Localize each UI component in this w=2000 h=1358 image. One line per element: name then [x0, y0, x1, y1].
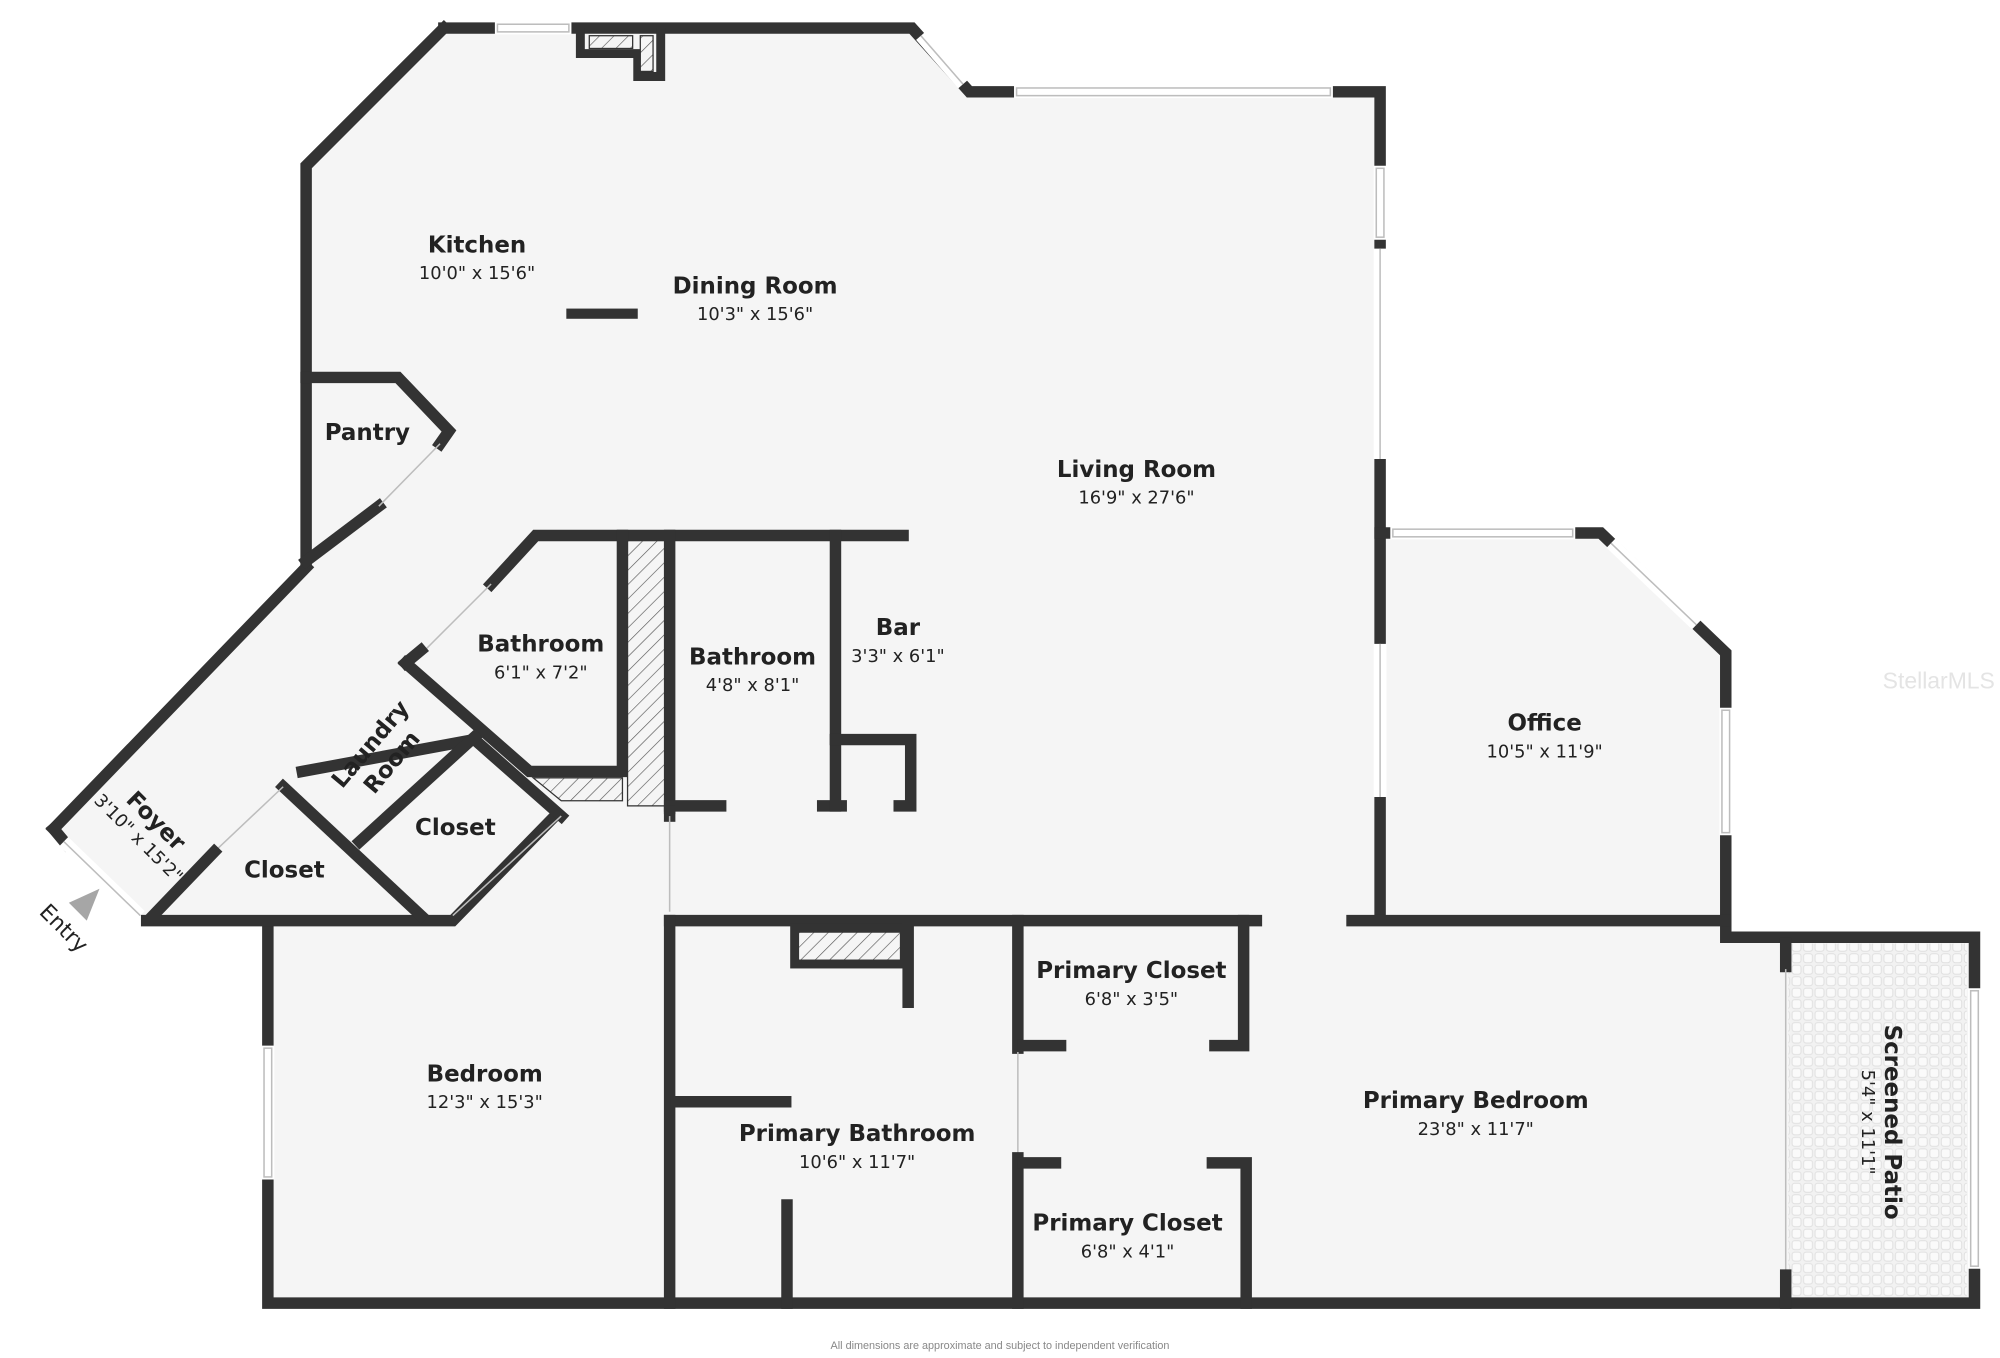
room-label-bedroom: Bedroom	[427, 1061, 543, 1087]
room-dim-dining-room: 10'3" x 15'6"	[697, 304, 813, 325]
watermark: StellarMLS	[1883, 668, 1995, 694]
room-dim-primary-closet-2: 6'8" x 4'1"	[1081, 1241, 1175, 1262]
room-label-living-room: Living Room	[1057, 457, 1216, 483]
chimney	[566, 28, 666, 319]
room-dim-kitchen: 10'0" x 15'6"	[419, 263, 535, 284]
windows	[59, 21, 1981, 1269]
room-dim-screened-patio: 5'4" x 11'1"	[1857, 1070, 1878, 1175]
room-label-bar: Bar	[876, 615, 921, 641]
patio-floor	[1788, 943, 1967, 1299]
room-label-screened-patio: Screened Patio	[1879, 1025, 1905, 1220]
pantry-walls	[298, 371, 457, 570]
interior-walls	[144, 529, 917, 924]
room-label-dining-room: Dining Room	[673, 273, 838, 299]
room-label-closet-1: Closet	[415, 815, 496, 841]
room-dim-primary-bathroom: 10'6" x 11'7"	[799, 1152, 915, 1173]
room-dim-bar: 3'3" x 6'1"	[851, 646, 945, 667]
room-label-office: Office	[1508, 711, 1582, 737]
room-label-bathroom-2: Bathroom	[689, 644, 816, 670]
room-dim-office: 10'5" x 11'9"	[1487, 741, 1603, 762]
room-dim-bathroom-2: 4'8" x 8'1"	[706, 675, 800, 696]
floor-fill	[53, 28, 1975, 1304]
room-label-primary-bathroom: Primary Bathroom	[739, 1121, 976, 1147]
room-label-primary-closet-2: Primary Closet	[1032, 1210, 1222, 1236]
room-label-kitchen: Kitchen	[428, 232, 526, 258]
room-dim-primary-closet-1: 6'8" x 3'5"	[1085, 989, 1179, 1010]
room-label-primary-bedroom: Primary Bedroom	[1363, 1088, 1589, 1114]
room-label-closet-2: Closet	[244, 857, 325, 883]
footer-disclaimer: All dimensions are approximate and subje…	[831, 1340, 1170, 1352]
room-dim-primary-bedroom: 23'8" x 11'7"	[1418, 1119, 1534, 1140]
room-dim-living-room: 16'9" x 27'6"	[1078, 488, 1194, 509]
room-dim-bathroom-1: 6'1" x 7'2"	[494, 662, 588, 683]
bedroom-walls	[663, 914, 1792, 1309]
room-label-pantry: Pantry	[325, 420, 410, 446]
room-label-bathroom-1: Bathroom	[477, 632, 604, 658]
room-label-primary-closet-1: Primary Closet	[1036, 958, 1226, 984]
room-dim-bedroom: 12'3" x 15'3"	[427, 1092, 543, 1113]
entry-arrow-icon	[68, 888, 100, 921]
